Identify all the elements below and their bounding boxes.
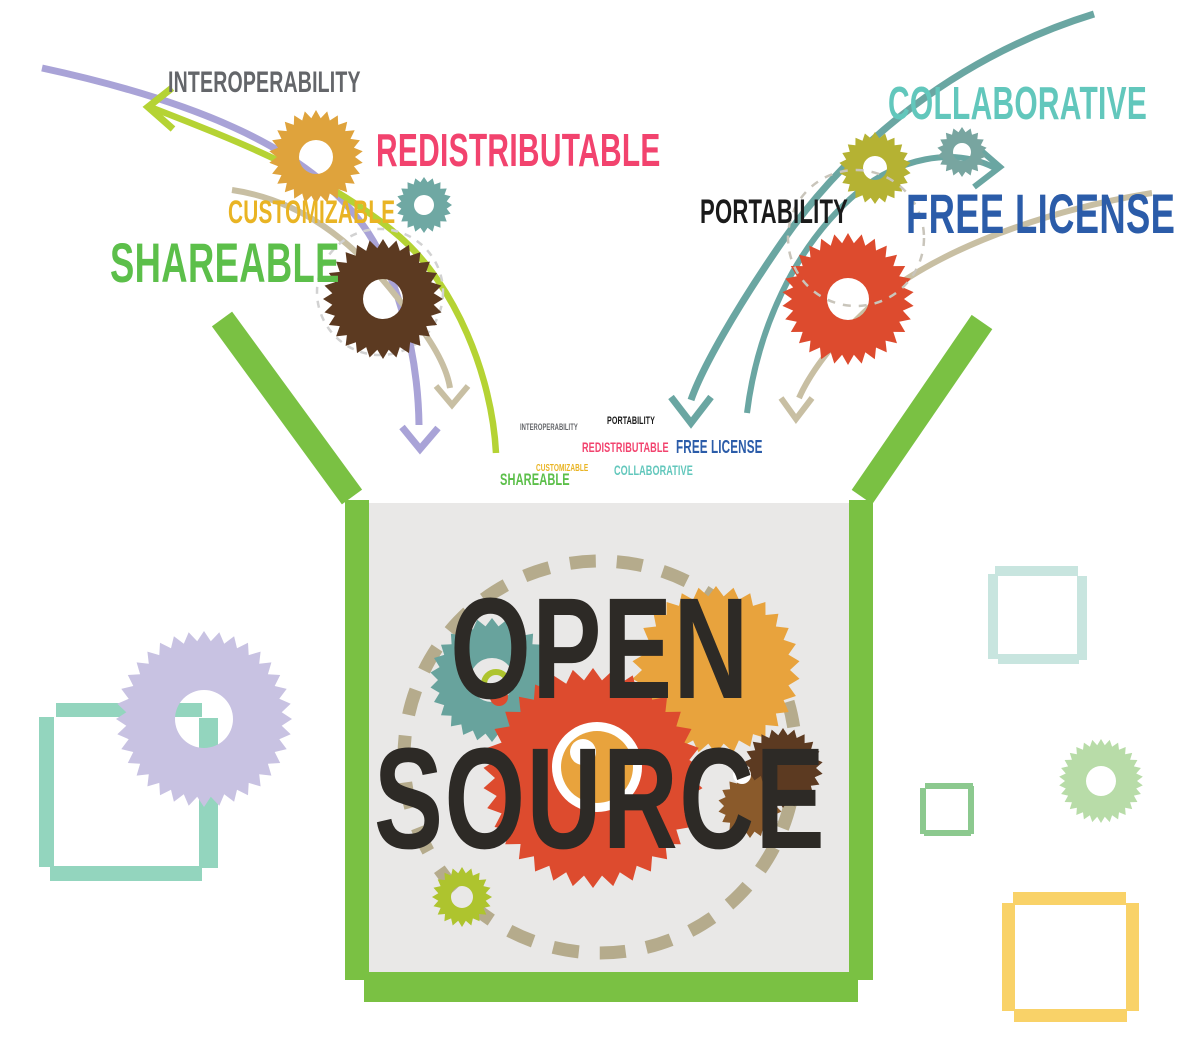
mint-square-bottom (50, 866, 202, 881)
box-flap-left (211, 311, 363, 505)
dashed-circle-right (786, 168, 926, 308)
dashed-circle-left (315, 227, 445, 357)
teal-curve-outer (687, 10, 1096, 402)
red-gear-right (782, 233, 914, 365)
teal-arrowhead-down (668, 394, 714, 429)
box-bottom (364, 972, 858, 1002)
headline-source: SOURCE (373, 718, 827, 879)
teal-gear-right (937, 127, 987, 177)
label-redistributable-small: REDISTRIBUTABLE (582, 439, 669, 455)
hub-white-highlight (570, 739, 596, 765)
tan-arrowhead-down-left (433, 384, 471, 410)
box-flap-right (851, 314, 993, 505)
label-shareable: SHAREABLE (110, 231, 340, 294)
mini-red-dot (490, 688, 508, 706)
label-free-license-small: FREE LICENSE (676, 437, 763, 457)
label-interoperability-small: INTEROPERABILITY (520, 422, 578, 432)
olive-gear-box (432, 867, 492, 927)
small-green-square (920, 783, 974, 836)
box-wall-left (345, 500, 369, 980)
label-portability-small: PORTABILITY (607, 415, 655, 427)
gold-gear (269, 110, 363, 204)
label-interoperability: INTEROPERABILITY (168, 66, 361, 99)
box-wall-right (849, 500, 873, 980)
label-redistributable: REDISTRIBUTABLE (376, 124, 661, 176)
label-collaborative: COLLABORATIVE (888, 77, 1148, 129)
light-green-gear (1059, 739, 1143, 823)
label-customizable-small: CUSTOMIZABLE (536, 463, 589, 474)
medium-brown-gear-box (718, 774, 782, 838)
tan-curve-left (231, 187, 453, 389)
purple-arrowhead-down (399, 424, 441, 455)
mint-square-left (39, 717, 54, 867)
chartreuse-arrowhead-left (142, 85, 176, 132)
tan-arrowhead-down-right (778, 396, 815, 425)
label-shareable-small: SHAREABLE (500, 470, 570, 489)
lavender-gear (116, 631, 292, 807)
chartreuse-curve (148, 103, 500, 454)
teal-gear-left (396, 177, 452, 233)
brown-gear (323, 239, 443, 359)
label-collaborative-small: COLLABORATIVE (614, 462, 693, 478)
label-customizable: CUSTOMIZABLE (228, 194, 396, 230)
olive-gear (839, 132, 911, 204)
teal-arrowhead-right (972, 144, 1005, 190)
label-portability: PORTABILITY (700, 193, 849, 231)
headline-open: OPEN (450, 568, 750, 729)
yellow-square (1002, 892, 1139, 1022)
label-free-license: FREE LICENSE (906, 182, 1176, 245)
brown-gear-hub-dot (733, 766, 751, 784)
pale-teal-square (988, 566, 1087, 664)
